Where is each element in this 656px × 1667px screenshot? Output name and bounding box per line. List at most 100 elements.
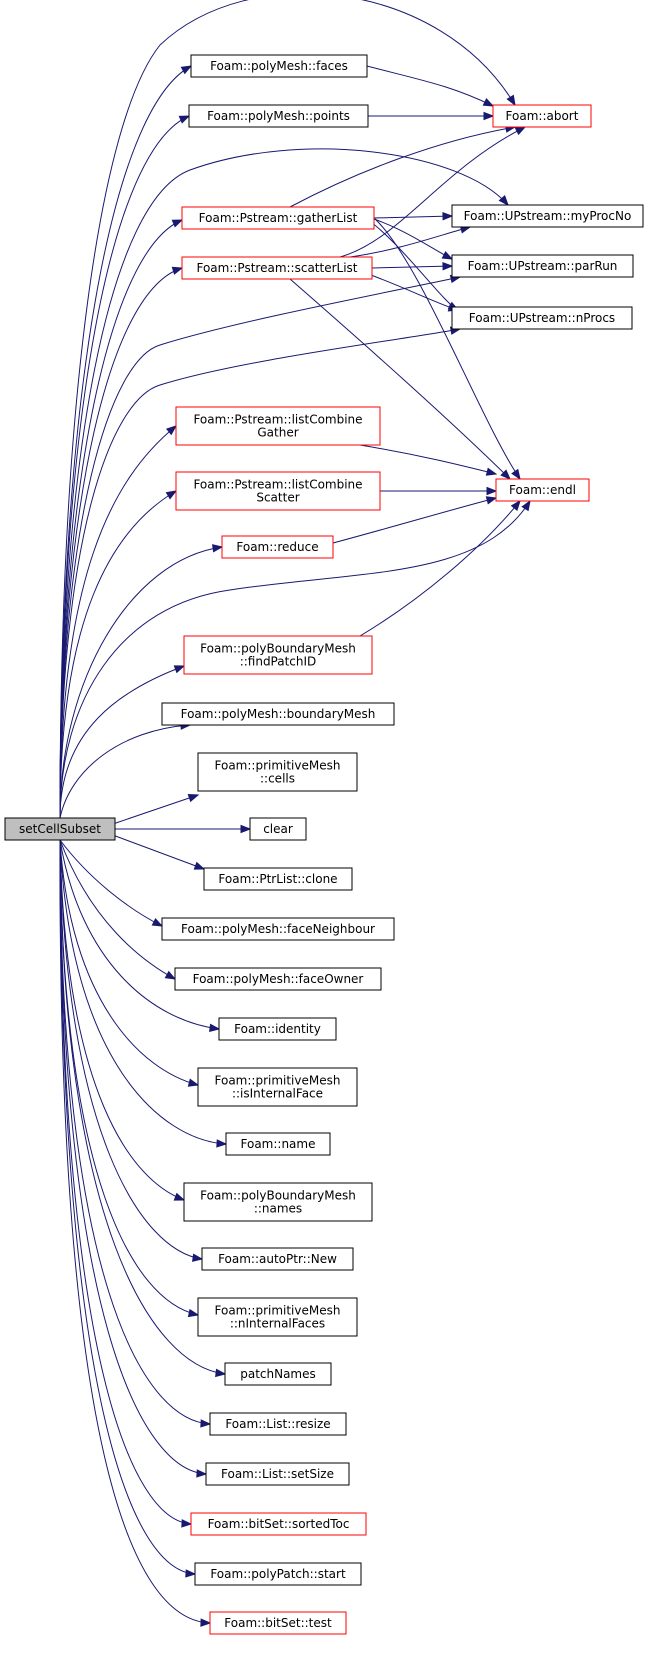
edge-arrowhead <box>483 111 495 121</box>
node-box <box>203 867 353 891</box>
edge-root-to-isInternalFace <box>59 839 200 1087</box>
edge-gatherList-to-abort <box>289 124 517 208</box>
node-label: Foam::List::setSize <box>221 1467 334 1481</box>
node-root[interactable]: setCellSubset <box>4 817 116 841</box>
node-autoPtrNew[interactable]: Foam::autoPtr::New <box>201 1247 354 1271</box>
node-isInternalFace[interactable]: Foam::primitiveMesh::isInternalFace <box>197 1067 358 1107</box>
node-label: Foam::Pstream::listCombine <box>193 413 362 427</box>
node-box <box>161 702 395 726</box>
node-label: patchNames <box>240 1367 316 1381</box>
node-clone[interactable]: Foam::PtrList::clone <box>203 867 353 891</box>
edge-arrowhead <box>215 1368 227 1378</box>
edge-line <box>59 724 191 819</box>
node-boundaryMesh[interactable]: Foam::polyMesh::boundaryMesh <box>161 702 395 726</box>
node-start[interactable]: Foam::polyPatch::start <box>194 1562 362 1586</box>
node-faceNeighbour[interactable]: Foam::polyMesh::faceNeighbour <box>161 917 395 941</box>
edge-arrowhead <box>173 1192 186 1201</box>
node-box <box>181 256 373 280</box>
node-findPatchID[interactable]: Foam::polyBoundaryMesh::findPatchID <box>183 635 373 675</box>
edge-arrowhead <box>521 499 531 512</box>
node-box <box>218 1017 337 1041</box>
node-abort[interactable]: Foam::abort <box>492 104 592 128</box>
edge-root-to-listCombineGather <box>59 425 178 819</box>
node-gatherList[interactable]: Foam::Pstream::gatherList <box>181 206 375 230</box>
edge-gatherList-to-endl <box>373 217 521 481</box>
node-scatterList[interactable]: Foam::Pstream::scatterList <box>181 256 373 280</box>
node-polyMesh_faces[interactable]: Foam::polyMesh::faces <box>190 54 368 78</box>
edge-arrowhead <box>187 1078 200 1087</box>
node-patchNames[interactable]: patchNames <box>224 1362 332 1386</box>
node-label: Gather <box>257 426 298 440</box>
node-parRun[interactable]: Foam::UPstream::parRun <box>451 254 634 278</box>
edge-line <box>366 65 494 107</box>
node-box <box>174 967 382 991</box>
node-resize[interactable]: Foam::List::resize <box>209 1412 347 1436</box>
edge-line <box>59 839 227 1145</box>
node-nInternalFaces[interactable]: Foam::primitiveMesh::nInternalFaces <box>197 1297 358 1337</box>
node-names[interactable]: Foam::polyBoundaryMesh::names <box>183 1182 373 1222</box>
edge-arrowhead <box>510 499 521 512</box>
edge-line <box>332 497 497 544</box>
node-faceOwner[interactable]: Foam::polyMesh::faceOwner <box>174 967 382 991</box>
edge-line <box>109 794 199 826</box>
node-test[interactable]: Foam::bitSet::test <box>209 1611 347 1635</box>
graph-nodes: setCellSubset Foam::polyMesh::facesFoam::… <box>4 54 644 1635</box>
node-label: Foam::PtrList::clone <box>218 872 337 886</box>
edge-line <box>59 276 461 819</box>
edge-listCombineGather-to-endl <box>359 444 498 476</box>
edge-arrowhead <box>171 219 184 228</box>
edge-arrowhead <box>173 665 186 674</box>
node-polyMesh_points[interactable]: Foam::polyMesh::points <box>188 104 369 128</box>
edge-root-to-reduce <box>59 544 224 819</box>
node-nProcs[interactable]: Foam::UPstream::nProcs <box>451 306 633 330</box>
node-box <box>201 1247 354 1271</box>
edge-line <box>59 328 461 819</box>
edge-arrowhead <box>209 1023 221 1032</box>
edge-root-to-findPatchID <box>59 665 186 819</box>
node-identity[interactable]: Foam::identity <box>218 1017 337 1041</box>
edge-arrowhead <box>482 98 495 107</box>
node-cells[interactable]: Foam::primitiveMesh::cells <box>197 752 358 792</box>
edge-arrowhead <box>187 1308 200 1318</box>
edge-arrowhead <box>187 794 200 803</box>
edge-line <box>59 839 211 1425</box>
edge-root-to-faceNeighbour <box>59 839 164 927</box>
edge-polyMesh_faces-to-abort <box>366 65 495 107</box>
edge-line <box>59 839 196 1575</box>
edge-line <box>359 500 521 637</box>
edge-line <box>289 278 511 480</box>
edge-scatterList-to-parRun <box>371 262 454 271</box>
edge-line <box>59 425 177 819</box>
node-box <box>190 1512 367 1536</box>
edge-arrowhead <box>165 490 178 500</box>
node-clear[interactable]: clear <box>249 817 307 841</box>
edge-gatherList-to-myProcNo <box>373 212 454 221</box>
node-label: Foam::polyMesh::points <box>207 109 350 123</box>
edge-line <box>59 839 185 1201</box>
edge-root-to-faceOwner <box>59 839 177 980</box>
edge-arrowhead <box>498 195 509 207</box>
edge-arrowhead <box>200 1618 212 1627</box>
node-box <box>197 1297 358 1337</box>
node-label: Foam::polyMesh::boundaryMesh <box>181 707 376 721</box>
edge-line <box>59 839 192 1525</box>
node-label: setCellSubset <box>19 822 101 836</box>
node-label: Foam::Pstream::gatherList <box>199 211 358 225</box>
edge-root-to-boundaryMesh <box>59 721 192 819</box>
node-setSize[interactable]: Foam::List::setSize <box>205 1462 350 1486</box>
node-box <box>197 1067 358 1107</box>
edge-root-to-autoPtrNew <box>59 839 204 1262</box>
node-label: Foam::polyBoundaryMesh <box>200 642 356 656</box>
node-sortedToc[interactable]: Foam::bitSet::sortedToc <box>190 1512 367 1536</box>
node-label: ::findPatchID <box>240 655 317 669</box>
edge-line <box>59 148 509 819</box>
edge-scatterList-to-endl <box>289 278 511 480</box>
node-endl[interactable]: Foam::endl <box>495 478 590 502</box>
node-myProcNo[interactable]: Foam::UPstream::myProcNo <box>451 204 644 228</box>
node-label: Scatter <box>256 491 299 505</box>
node-name[interactable]: Foam::name <box>225 1132 331 1156</box>
node-reduce[interactable]: Foam::reduce <box>221 535 334 559</box>
edge-root-to-name <box>59 839 228 1148</box>
